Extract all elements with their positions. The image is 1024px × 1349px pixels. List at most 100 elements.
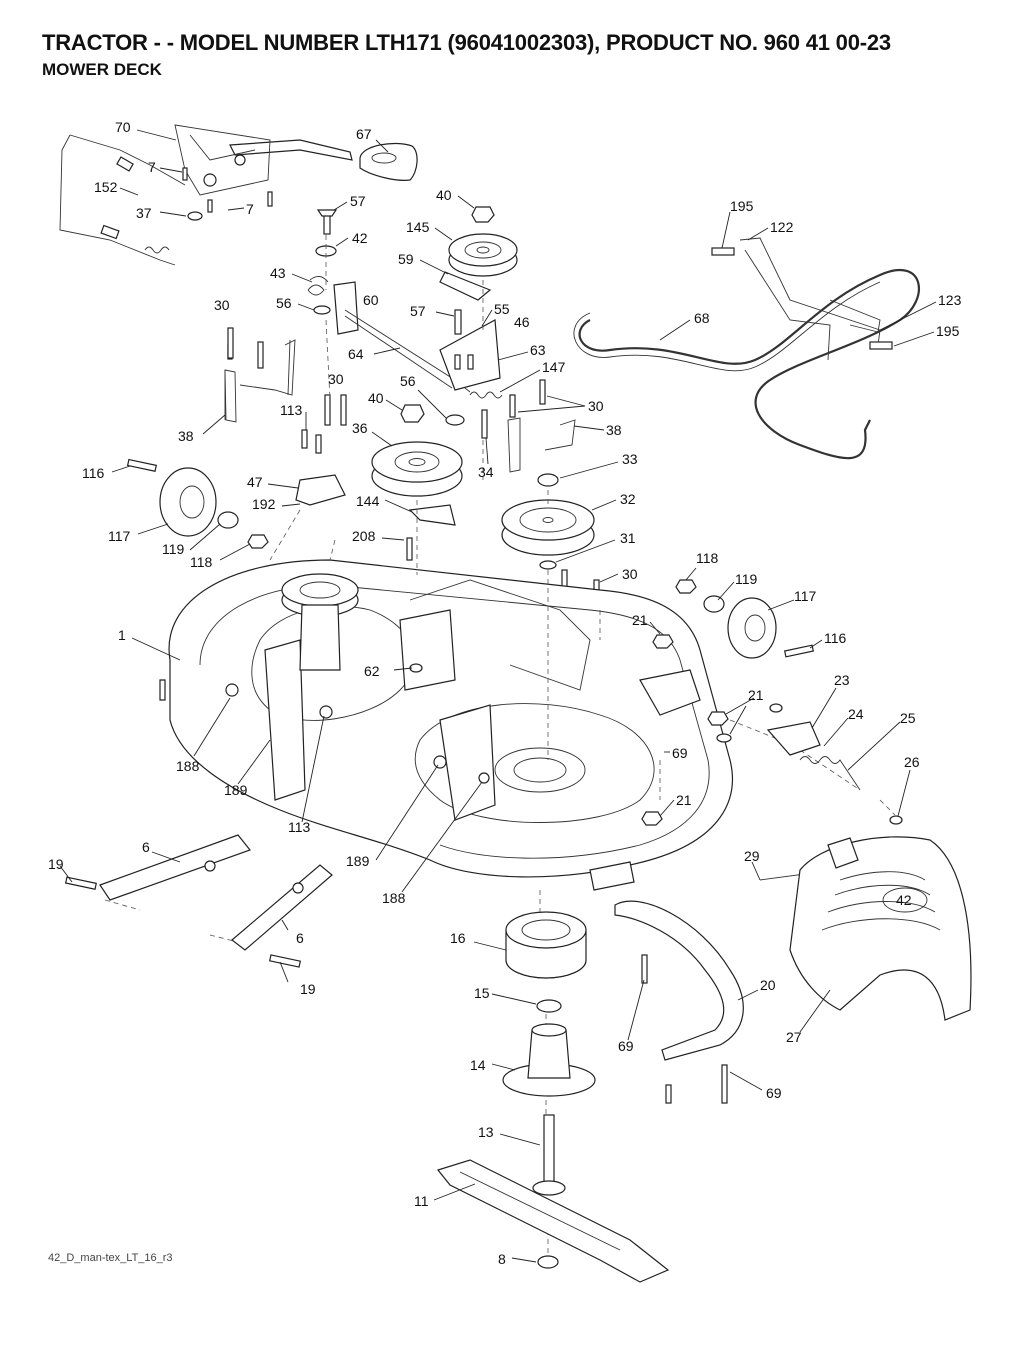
callout: 30 [622, 566, 638, 582]
spindle-assembly [436, 911, 670, 1283]
callout: 11 [414, 1193, 429, 1209]
callout: 147 [542, 359, 566, 375]
callout: 47 [247, 474, 263, 490]
discharge-chute [789, 836, 972, 1021]
callout: 31 [620, 530, 636, 546]
callout: 152 [94, 179, 118, 195]
callout: 67 [356, 126, 372, 142]
callout: 42 [352, 230, 368, 246]
alignment-lines [104, 235, 896, 1260]
callout: 25 [900, 710, 916, 726]
callout: 6 [142, 839, 150, 855]
gauge-wheel-left [126, 458, 269, 549]
upper-linkage [227, 209, 471, 393]
callout: 7 [246, 201, 254, 217]
deck-housing [159, 559, 734, 891]
callout: 189 [346, 853, 370, 869]
callout: 21 [676, 792, 692, 808]
callout: 23 [834, 672, 850, 688]
callout: 56 [400, 373, 416, 389]
callout: 60 [363, 292, 379, 308]
callout: 188 [382, 890, 406, 906]
callout: 116 [824, 630, 847, 646]
callout: 70 [115, 119, 131, 135]
callout: 26 [904, 754, 920, 770]
callout: 36 [352, 420, 368, 436]
callout: 37 [136, 205, 152, 221]
callout: 113 [280, 402, 303, 418]
callout: 57 [350, 193, 366, 209]
callout: 27 [786, 1029, 802, 1045]
callout: 189 [224, 782, 248, 798]
callout: 30 [588, 398, 604, 414]
callout: 32 [620, 491, 636, 507]
callout: 118 [190, 554, 213, 570]
brackets [224, 339, 576, 506]
callout: 62 [364, 663, 380, 679]
callout: 46 [514, 314, 530, 330]
deflector-hardware [641, 634, 903, 881]
page-subtitle: MOWER DECK [42, 60, 162, 79]
callout: 195 [730, 198, 754, 214]
callout: 13 [478, 1124, 494, 1140]
callout: 1 [118, 627, 126, 643]
callout: 19 [48, 856, 64, 872]
diagram-code: 42_D_man-tex_LT_16_r3 [48, 1252, 173, 1264]
callout: 21 [748, 687, 764, 703]
center-pulley [501, 473, 595, 570]
callout: 38 [178, 428, 194, 444]
gauge-wheel-right [675, 579, 815, 659]
callout: 24 [848, 706, 864, 722]
callout: 208 [352, 528, 376, 544]
callout: 56 [276, 295, 292, 311]
deck-logo: 42 [896, 892, 912, 908]
callout: 21 [632, 612, 648, 628]
callout: 68 [694, 310, 710, 326]
callout: 195 [936, 323, 960, 339]
callout: 69 [618, 1038, 634, 1054]
front-baffle [614, 900, 744, 1061]
callout: 14 [470, 1057, 486, 1073]
callout: 33 [622, 451, 638, 467]
callout: 69 [672, 745, 688, 761]
callout: 145 [406, 219, 430, 235]
callout: 116 [82, 465, 105, 481]
callout: 40 [436, 187, 452, 203]
callout: 63 [530, 342, 546, 358]
callout: 30 [328, 371, 344, 387]
callout: 43 [270, 265, 286, 281]
callout: 8 [498, 1251, 506, 1267]
callout: 64 [348, 346, 364, 362]
callout: 15 [474, 985, 490, 1001]
callout: 119 [735, 571, 758, 587]
part-callouts: 70 67 7 152 7 37 57 40 195 122 42 145 43… [48, 119, 962, 1267]
callout: 29 [744, 848, 760, 864]
leader-lines [59, 129, 937, 1263]
callout: 38 [606, 422, 622, 438]
callout: 59 [398, 251, 414, 267]
callout: 69 [766, 1085, 782, 1101]
callout: 55 [494, 301, 510, 317]
callout: 188 [176, 758, 200, 774]
callout: 57 [410, 303, 426, 319]
callout: 19 [300, 981, 316, 997]
page-title: TRACTOR - - MODEL NUMBER LTH171 (9604100… [42, 30, 891, 55]
callout: 7 [148, 159, 156, 175]
stabilizer-bars [64, 834, 333, 968]
callout: 117 [794, 588, 817, 604]
callout: 30 [214, 297, 230, 313]
callout: 6 [296, 930, 304, 946]
drive-belt [573, 237, 921, 460]
callout: 20 [760, 977, 776, 993]
callout: 113 [288, 819, 311, 835]
callout: 40 [368, 390, 384, 406]
callout: 144 [356, 493, 380, 509]
callout: 192 [252, 496, 276, 512]
height-adjust-knob [359, 142, 418, 181]
callout: 123 [938, 292, 962, 308]
callout: 117 [108, 528, 131, 544]
lift-handle-assembly [59, 124, 353, 266]
callout: 118 [696, 550, 719, 566]
callout: 16 [450, 930, 466, 946]
